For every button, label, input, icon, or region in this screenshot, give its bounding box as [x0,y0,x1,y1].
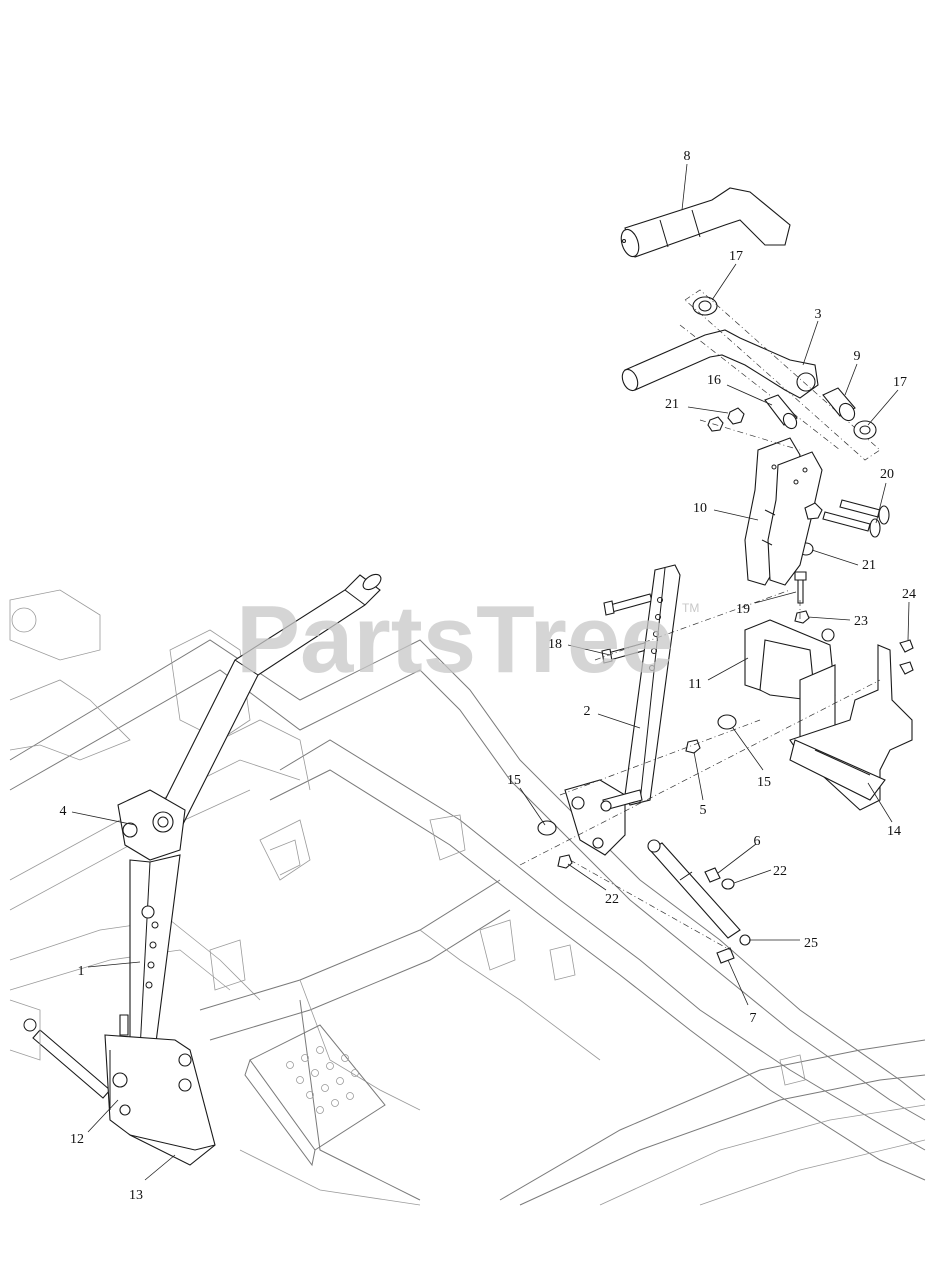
callout-7[interactable]: 7 [750,1011,757,1026]
callout-24[interactable]: 24 [902,587,916,602]
part-6-stud [704,867,721,883]
callout-19[interactable]: 19 [736,602,750,617]
callout-4[interactable]: 4 [60,804,67,819]
callout-21[interactable]: 21 [862,558,876,573]
part-22-nut-right [721,878,735,890]
callout-22[interactable]: 22 [605,892,619,907]
part-19-bolt [794,571,807,604]
part-25-gas-spring [647,839,751,946]
callout-5[interactable]: 5 [700,803,707,818]
part-9-spacer [822,387,856,422]
part-7-stud [716,947,735,964]
callout-22[interactable]: 22 [773,864,787,879]
callout-9[interactable]: 9 [854,349,861,364]
part-22-nut-left [557,854,573,869]
callout-13[interactable]: 13 [129,1188,143,1203]
part-20-bolts [804,499,890,538]
part-23-nut [794,610,810,624]
mower-frame [9,589,926,1206]
part-17-bushing-right [853,420,877,440]
part-5-nut [685,739,701,754]
callout-16[interactable]: 16 [707,373,721,388]
callout-18[interactable]: 18 [548,637,562,652]
part-24-bolts [899,639,914,675]
callout-labels: 8 17 3 9 16 17 21 20 10 21 19 23 24 18 1… [60,149,917,1203]
callout-15[interactable]: 15 [757,775,771,790]
leader-lines [71,163,910,1181]
callout-17[interactable]: 17 [893,375,907,390]
callout-25[interactable]: 25 [804,936,818,951]
callout-3[interactable]: 3 [815,307,822,322]
part-15-bushing-left [537,820,557,836]
callout-20[interactable]: 20 [880,467,894,482]
part-3-handle [621,329,819,399]
callout-2[interactable]: 2 [584,704,591,719]
part-10-brackets [744,437,823,586]
callout-14[interactable]: 14 [887,824,901,839]
part-17-bushing-top [692,296,718,316]
callout-1[interactable]: 1 [78,964,85,979]
exploded-parts [519,187,914,964]
watermark-logo: PartsTree [236,586,674,693]
callout-17[interactable]: 17 [729,249,743,264]
watermark-trademark: TM [682,601,699,615]
assembled-lever [104,573,382,1166]
callout-8[interactable]: 8 [684,149,691,164]
part-2-lever-arm [564,564,681,856]
part-15-bushing-right [717,714,737,730]
callout-23[interactable]: 23 [854,614,868,629]
pedal-holes [286,1046,359,1114]
callout-21[interactable]: 21 [665,397,679,412]
callout-10[interactable]: 10 [693,501,707,516]
callout-12[interactable]: 12 [70,1132,84,1147]
callout-15[interactable]: 15 [507,773,521,788]
part-14-plate [789,644,913,811]
part-8-grip [620,187,791,258]
callout-6[interactable]: 6 [754,834,761,849]
callout-11[interactable]: 11 [688,677,701,692]
part-16-spacer [764,394,798,430]
